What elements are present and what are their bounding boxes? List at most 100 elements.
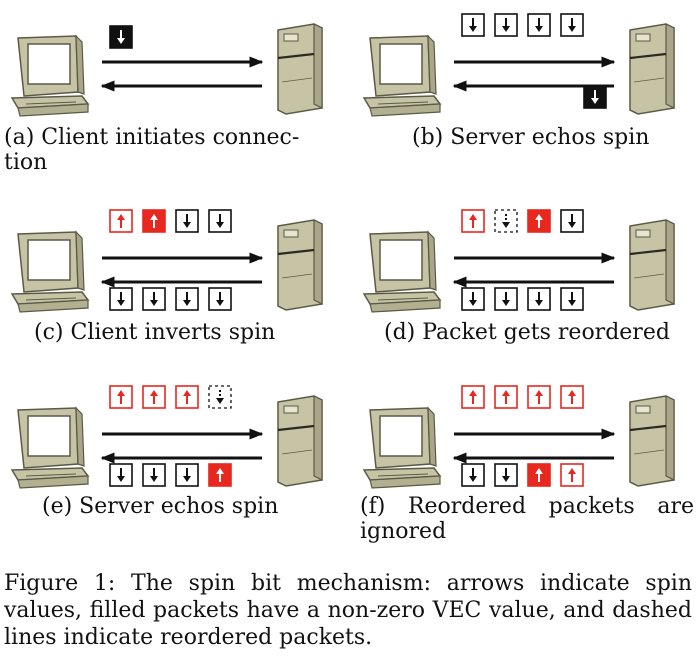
down-arrow-icon — [117, 30, 125, 44]
panel-d-top-packet-3 — [527, 209, 551, 233]
figure-caption-line-2: values, filled packets have a non-zero V… — [4, 598, 692, 623]
panel-f-client-computer-icon — [362, 406, 442, 489]
caption-panel-f-word-1: (f) — [360, 494, 386, 519]
panel-e-bottom-packet-4 — [208, 463, 232, 487]
panel-c-top-packet-3 — [175, 209, 199, 233]
down-arrow-icon — [502, 18, 510, 32]
caption-panel-e: (e) Server echos spin — [42, 494, 342, 519]
down-arrow-icon — [216, 214, 224, 228]
panel-a-client-computer-icon — [10, 34, 90, 117]
caption-panel-f-word-2: Reordered — [407, 494, 527, 519]
down-arrow-icon — [568, 292, 576, 306]
up-arrow-icon — [568, 468, 576, 482]
panel-c-top-packet-2 — [142, 209, 166, 233]
panel-e-bottom-packet-3 — [175, 463, 199, 487]
panel-d-server-tower-icon — [629, 219, 675, 311]
panel-f-bottom-packet-3 — [527, 463, 551, 487]
panel-d-top-packet-1 — [461, 209, 485, 233]
panel-f-server-tower-icon — [629, 395, 675, 487]
down-arrow-icon — [469, 18, 477, 32]
panel-a-top-packet-1 — [109, 25, 133, 49]
caption-panel-d: (d) Packet gets reordered — [384, 320, 696, 345]
caption-panel-a-line-2: tion — [4, 150, 48, 175]
down-arrow-icon — [117, 468, 125, 482]
caption-panel-f-word-3: packets — [548, 494, 635, 519]
panel-d-top-packet-2 — [494, 209, 518, 233]
panel-d-bottom-packet-1 — [461, 287, 485, 311]
up-arrow-icon — [502, 390, 510, 404]
down-arrow-icon — [183, 214, 191, 228]
down-arrow-icon — [502, 214, 510, 228]
panel-f-top-packet-3 — [527, 385, 551, 409]
panel-e-client-computer-icon — [10, 406, 90, 489]
up-arrow-icon — [535, 390, 543, 404]
down-arrow-icon — [591, 90, 599, 104]
caption-panel-c: (c) Client inverts spin — [34, 320, 334, 345]
caption-panel-b-line-1: (b) Server echos spin — [412, 125, 650, 150]
down-arrow-icon — [150, 292, 158, 306]
up-arrow-icon — [183, 390, 191, 404]
panel-e-top-packet-3 — [175, 385, 199, 409]
up-arrow-icon — [535, 214, 543, 228]
down-arrow-icon — [183, 292, 191, 306]
down-arrow-icon — [216, 390, 224, 404]
panel-c-server-tower-icon — [277, 219, 323, 311]
panel-e-server-tower-icon — [277, 395, 323, 487]
panel-f-top-packet-2 — [494, 385, 518, 409]
down-arrow-icon — [535, 18, 543, 32]
panel-b-client-computer-icon — [362, 34, 442, 117]
up-arrow-icon — [469, 390, 477, 404]
panel-c-bottom-packet-1 — [109, 287, 133, 311]
panel-b-top-packet-3 — [527, 13, 551, 37]
down-arrow-icon — [216, 292, 224, 306]
panel-f-bottom-packet-1 — [461, 463, 485, 487]
figure-caption-line-3: lines indicate reordered packets. — [4, 625, 373, 650]
down-arrow-icon — [568, 214, 576, 228]
down-arrow-icon — [469, 468, 477, 482]
caption-panel-e-line-1: (e) Server echos spin — [42, 494, 279, 519]
panel-c-top-packet-1 — [109, 209, 133, 233]
panel-f-bottom-packet-2 — [494, 463, 518, 487]
panel-d-top-packet-4 — [560, 209, 584, 233]
panel-d-client-computer-icon — [362, 230, 442, 313]
down-arrow-icon — [568, 18, 576, 32]
down-arrow-icon — [502, 468, 510, 482]
panel-c-bottom-packet-2 — [142, 287, 166, 311]
down-arrow-icon — [469, 292, 477, 306]
panel-d-bottom-packet-4 — [560, 287, 584, 311]
panel-b-bottom-packet-1 — [583, 85, 607, 109]
up-arrow-icon — [216, 468, 224, 482]
panel-e-bottom-packet-2 — [142, 463, 166, 487]
up-arrow-icon — [117, 214, 125, 228]
caption-panel-b: (b) Server echos spin — [412, 125, 692, 150]
panel-c-top-packet-4 — [208, 209, 232, 233]
panel-d-bottom-packet-3 — [527, 287, 551, 311]
caption-panel-f-line-1: (f) Reordered packets are — [360, 494, 694, 519]
panel-b-server-tower-icon — [629, 23, 675, 115]
panel-a-server-tower-icon — [277, 23, 323, 115]
panel-e-top-packet-4 — [208, 385, 232, 409]
down-arrow-icon — [150, 468, 158, 482]
figure-caption: Figure 1: The spin bit mechanism: arrows… — [4, 570, 692, 651]
down-arrow-icon — [183, 468, 191, 482]
panel-f-bottom-packet-4 — [560, 463, 584, 487]
down-arrow-icon — [117, 292, 125, 306]
caption-panel-f-word-4: are — [657, 494, 694, 519]
up-arrow-icon — [117, 390, 125, 404]
down-arrow-icon — [535, 292, 543, 306]
panel-b-top-packet-2 — [494, 13, 518, 37]
caption-panel-a-line-1: (a) Client initiates connec- — [4, 125, 300, 150]
caption-panel-d-line-1: (d) Packet gets reordered — [384, 320, 670, 345]
figure-caption-line-1: Figure 1: The spin bit mechanism: arrows… — [4, 571, 692, 596]
panel-c-bottom-packet-3 — [175, 287, 199, 311]
panel-b-top-packet-4 — [560, 13, 584, 37]
panel-e-top-packet-2 — [142, 385, 166, 409]
panel-f-top-packet-1 — [461, 385, 485, 409]
caption-panel-a: (a) Client initiates connec- tion — [4, 125, 334, 175]
panel-b-top-packet-1 — [461, 13, 485, 37]
caption-panel-c-line-1: (c) Client inverts spin — [34, 320, 276, 345]
panel-c-bottom-packet-4 — [208, 287, 232, 311]
up-arrow-icon — [568, 390, 576, 404]
